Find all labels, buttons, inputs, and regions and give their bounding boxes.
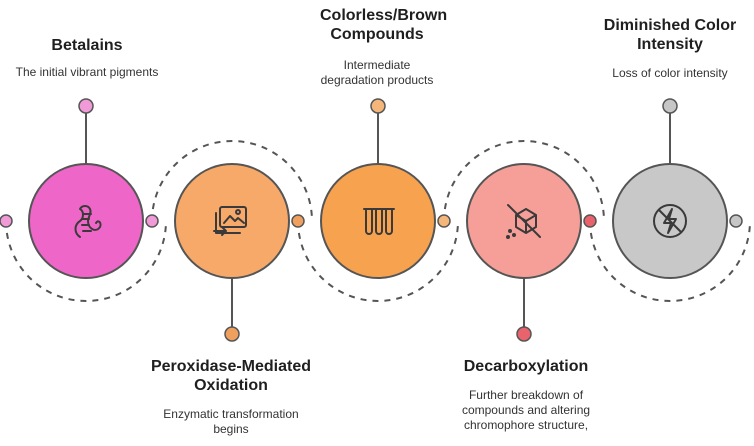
step-circle-1 bbox=[28, 163, 144, 279]
stem-dot-2 bbox=[224, 326, 240, 342]
connector-dot-2 bbox=[145, 214, 159, 228]
step-2-label: Peroxidase-Mediated Oxidation Enzymatic … bbox=[140, 357, 322, 437]
stem-dot-1 bbox=[78, 98, 94, 114]
step-1-title: Betalains bbox=[51, 37, 123, 54]
step-3-label: Colorless/Brown Compounds Intermediate d… bbox=[292, 6, 462, 88]
dashed-arc-3 bbox=[297, 220, 459, 302]
connector-dot-3 bbox=[291, 214, 305, 228]
dashed-arc-5 bbox=[589, 220, 751, 302]
step-4-description: Further breakdown of compounds and alter… bbox=[461, 388, 591, 432]
stem-dot-4 bbox=[516, 326, 532, 342]
stem-dot-5 bbox=[662, 98, 678, 114]
worm-icon bbox=[74, 205, 102, 238]
no-lightning-icon bbox=[653, 204, 687, 238]
connector-dot-6 bbox=[729, 214, 743, 228]
step-3-description: Intermediate degradation products bbox=[320, 58, 434, 87]
image-transfer-icon bbox=[213, 206, 247, 236]
dashed-arc-1 bbox=[5, 220, 167, 302]
step-1-description: The initial vibrant pigments bbox=[15, 65, 159, 79]
connector-dot-4 bbox=[437, 214, 451, 228]
step-3-title: Colorless/Brown Compounds bbox=[320, 7, 448, 43]
step-5-description: Loss of color intensity bbox=[612, 66, 728, 80]
step-4-label: Decarboxylation Further breakdown of com… bbox=[436, 357, 616, 433]
step-2-description: Enzymatic transformation begins bbox=[163, 407, 299, 436]
dashed-arc-2 bbox=[151, 140, 313, 222]
test-tubes-icon bbox=[363, 208, 395, 235]
step-5-label: Diminished Color Intensity Loss of color… bbox=[588, 16, 752, 81]
step-1-label: Betalains The initial vibrant pigments bbox=[0, 36, 174, 80]
dashed-arc-4 bbox=[443, 140, 605, 222]
connector-dot-5 bbox=[583, 214, 597, 228]
step-2-title: Peroxidase-Mediated Oxidation bbox=[150, 358, 312, 394]
step-circle-2 bbox=[174, 163, 290, 279]
connector-dot-1 bbox=[0, 214, 13, 228]
stem-dot-3 bbox=[370, 98, 386, 114]
step-5-title: Diminished Color Intensity bbox=[603, 17, 737, 53]
step-circle-3 bbox=[320, 163, 436, 279]
crossed-cube-icon bbox=[506, 204, 541, 239]
step-4-title: Decarboxylation bbox=[463, 358, 589, 375]
